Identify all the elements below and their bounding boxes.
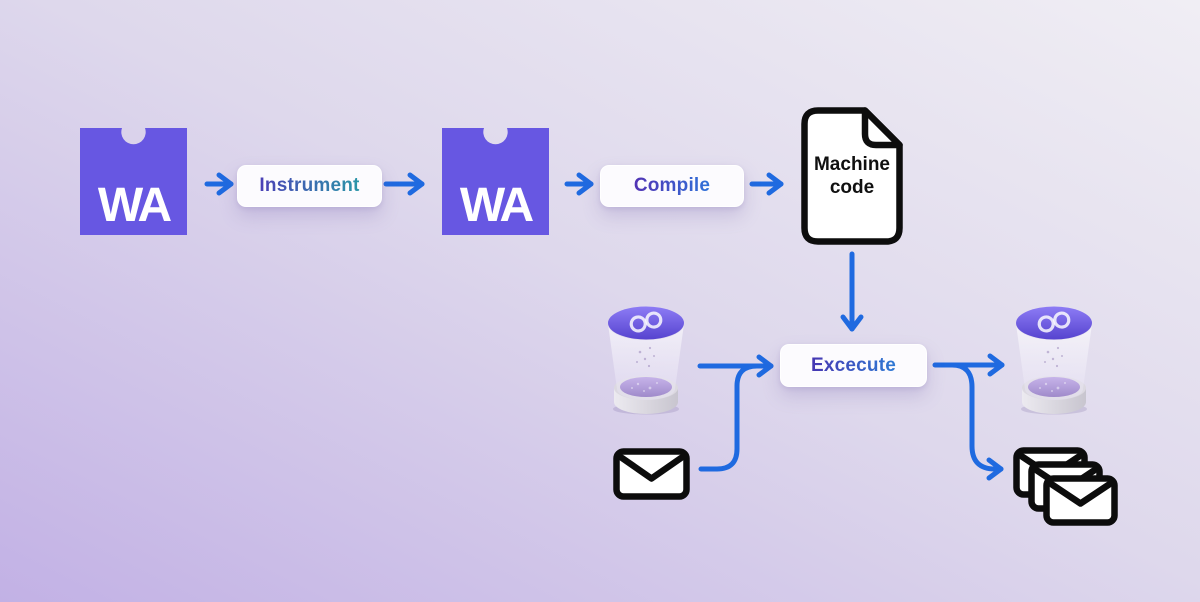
instrument-step-label: Instrument bbox=[259, 175, 360, 196]
instrument-step-chip: Instrument bbox=[237, 165, 382, 207]
infinity-icon bbox=[629, 311, 663, 333]
wasm-source-label: WA bbox=[97, 179, 172, 232]
infinity-jar-icon bbox=[1016, 306, 1092, 415]
infinity-jar-icon bbox=[608, 306, 684, 415]
infinity-icon bbox=[1037, 311, 1071, 333]
execute-step-chip: Excecute bbox=[780, 344, 927, 387]
machine-code-document: Machine code bbox=[799, 105, 905, 247]
wasm-instrumented-label: WA bbox=[459, 179, 534, 232]
wasm-instrumented-badge: WA bbox=[442, 128, 549, 235]
execute-step-label: Excecute bbox=[810, 354, 897, 376]
document-icon bbox=[801, 107, 903, 245]
wasm-logo-icon bbox=[80, 128, 187, 235]
compile-step-chip: Compile bbox=[600, 165, 744, 207]
machine-code-label: Machine code bbox=[813, 153, 891, 198]
compile-step-label: Compile bbox=[633, 175, 711, 196]
wasm-source-badge: WA bbox=[80, 128, 187, 235]
wasm-logo-icon bbox=[442, 128, 549, 235]
envelope-icon bbox=[613, 448, 690, 500]
envelope-stack-icon bbox=[1013, 447, 1118, 526]
arrow-execute-to-envelopes bbox=[949, 362, 1004, 481]
connector-envelope-to-execute bbox=[698, 363, 760, 472]
